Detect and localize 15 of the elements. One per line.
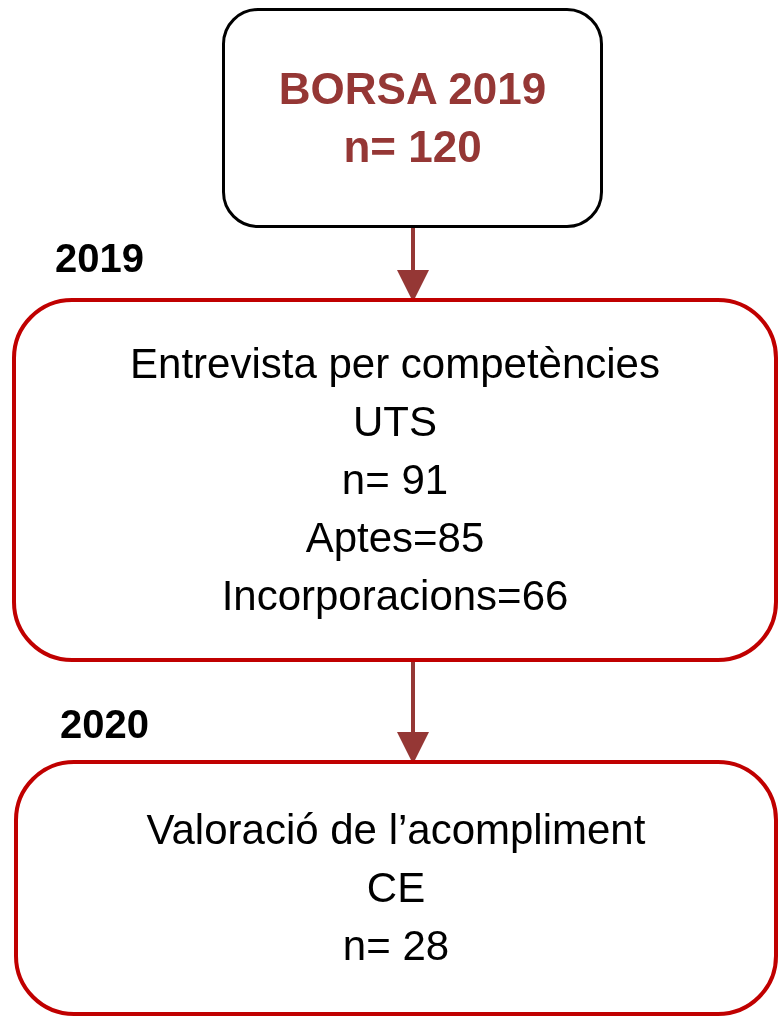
box-text: Incorporacions=66 bbox=[221, 571, 569, 621]
box-text: BORSA 2019 bbox=[278, 63, 547, 115]
box-text: UTS bbox=[353, 397, 437, 447]
box-text: n= 91 bbox=[341, 455, 449, 505]
box-text: Valoració de l’acompliment bbox=[146, 805, 646, 855]
box-text: Entrevista per competències bbox=[130, 339, 660, 389]
box-text: n= 120 bbox=[343, 121, 482, 173]
process-box bbox=[222, 8, 603, 228]
year-label: 2020 bbox=[60, 701, 149, 748]
box-text: n= 28 bbox=[342, 921, 450, 971]
process-box bbox=[12, 298, 778, 662]
box-text: CE bbox=[366, 863, 426, 913]
box-text: Aptes=85 bbox=[305, 513, 485, 563]
process-box bbox=[14, 760, 778, 1016]
year-label: 2019 bbox=[55, 235, 144, 282]
